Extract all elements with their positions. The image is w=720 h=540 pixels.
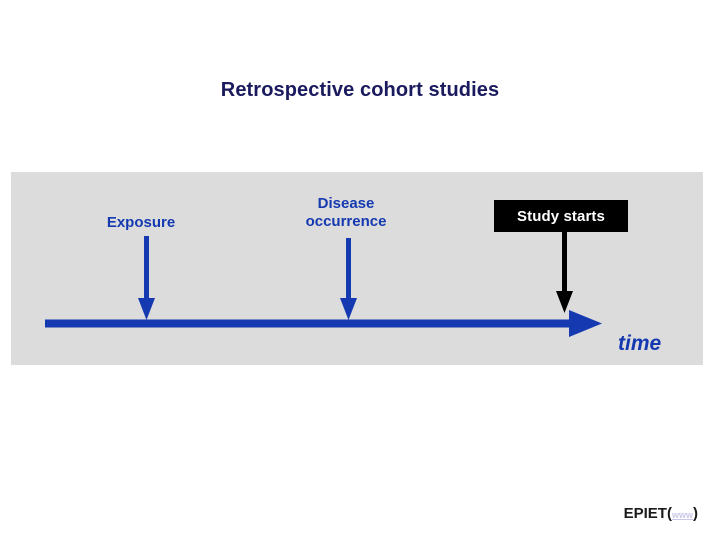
page-title: Retrospective cohort studies: [220, 79, 500, 101]
event-label-study-starts: Study starts: [494, 200, 628, 232]
time-axis-arrow-icon: [45, 310, 602, 337]
event-label-disease-occurrence: Disease occurrence: [305, 195, 387, 230]
down-arrow-icon-study-starts: [556, 231, 573, 313]
event-label-exposure: Exposure: [106, 214, 176, 231]
study-starts-text: Study starts: [517, 207, 605, 225]
footer-organisation: EPIET: [623, 505, 667, 522]
footer: EPIET(www): [440, 505, 698, 522]
time-axis-caption: time: [618, 332, 662, 355]
footer-www-link[interactable]: www: [671, 510, 693, 520]
footer-close-paren: ): [693, 505, 698, 522]
down-arrow-icon-exposure: [138, 236, 155, 320]
down-arrow-icon-disease-occurrence: [340, 238, 357, 320]
footer-open-paren: (: [666, 505, 672, 522]
